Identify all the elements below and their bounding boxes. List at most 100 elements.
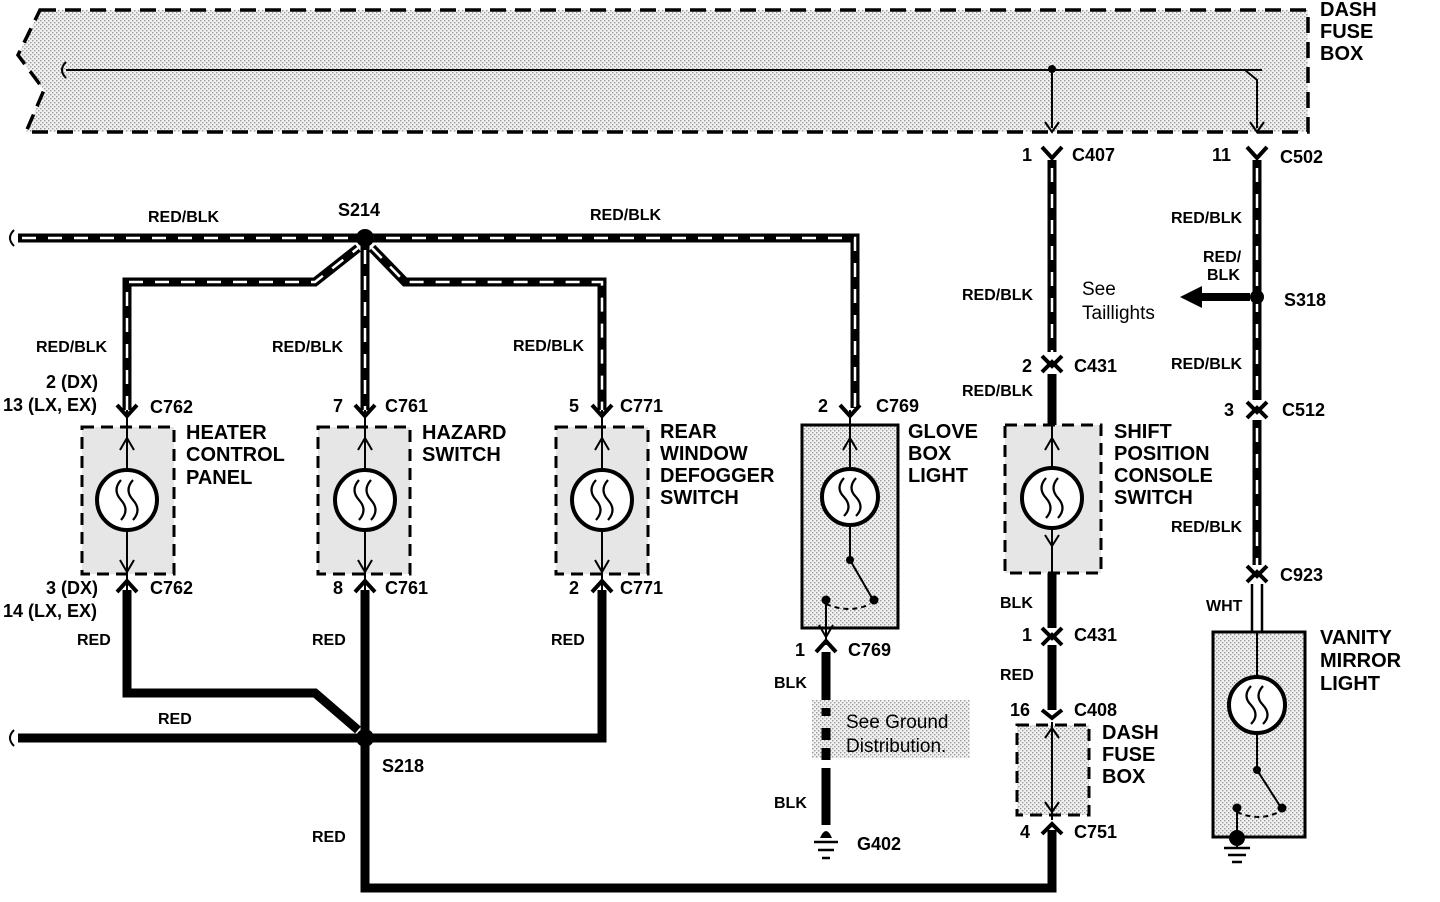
glove-label-2: BOX [908, 443, 952, 465]
shift-position-circuit: 1 C407 RED/BLK 2 C431 RED/BLK SHIFT POSI… [962, 145, 1213, 842]
wire-label-blk-3: BLK [1000, 595, 1033, 612]
fuse-box-label-line1: DASH [1320, 0, 1377, 21]
wire-label-red-1: RED [77, 632, 111, 649]
taillights-note-line2: Taillights [1082, 303, 1155, 324]
vanity-label-1: VANITY [1320, 627, 1393, 649]
wire-label-red-blk-2: RED/BLK [590, 207, 662, 224]
wire-label-red-blk-9: RED/BLK [1171, 356, 1243, 373]
red-wiring: S218 RED RED RED RED RED [9, 590, 1057, 893]
vanity-label-3: LIGHT [1320, 673, 1380, 695]
wire-label-red-4: RED [158, 711, 192, 728]
c431-top-label: C431 [1074, 356, 1117, 376]
glove-label-1: GLOVE [908, 421, 978, 443]
c502-pin: 11 [1212, 145, 1231, 165]
splice-s318-label: S318 [1284, 290, 1326, 310]
c771-top-label: C771 [620, 396, 663, 416]
shift-label-2: POSITION [1114, 443, 1210, 465]
vanity-label-2: MIRROR [1320, 650, 1402, 672]
wire-label-red-blk-4: RED/BLK [272, 339, 344, 356]
hazard-label-1: HAZARD [422, 422, 506, 444]
wire-label-red-split-1: RED/ [1203, 249, 1242, 266]
ground-g402-label: G402 [857, 834, 901, 854]
wire-label-red-blk-6: RED/BLK [962, 287, 1034, 304]
rear-label-4: SWITCH [660, 487, 739, 509]
c762-bottom-label: C762 [150, 578, 193, 598]
fuse-box-bottom-label-1: DASH [1102, 722, 1159, 744]
glove-ground-path: See Ground Distribution. BLK BLK G402 [774, 652, 970, 860]
dash-fuse-box-top: DASH FUSE BOX [15, 0, 1377, 134]
c761-bottom-label: C761 [385, 578, 428, 598]
c431-top-pin: 2 [1022, 356, 1032, 376]
wire-label-red-2: RED [312, 632, 346, 649]
c769-top-label: C769 [876, 396, 919, 416]
shift-label-1: SHIFT [1114, 421, 1172, 443]
ground-note-line1: See Ground [846, 712, 948, 733]
c502-label: C502 [1280, 147, 1323, 167]
c769-bottom-pin: 1 [795, 640, 805, 660]
glove-box-light: 2 C769 1 C769 GLOVE BOX LIGHT [795, 396, 978, 660]
heater-label-2: CONTROL [186, 444, 285, 466]
red-blk-bus: S214 RED/BLK RED/BLK RED/BLK RED/BLK RED… [9, 200, 860, 410]
wire-label-blk-2: BLK [774, 795, 807, 812]
c512-label: C512 [1282, 400, 1325, 420]
c431-bottom-pin: 1 [1022, 625, 1032, 645]
fuse-box-bottom-label-2: FUSE [1102, 744, 1155, 766]
wire-label-red-blk-3: RED/BLK [36, 339, 108, 356]
wire-label-red-3: RED [551, 632, 585, 649]
glove-label-3: LIGHT [908, 465, 968, 487]
c762-top-label: C762 [150, 397, 193, 417]
c408-pin: 16 [1010, 700, 1030, 720]
c431-bottom-label: C431 [1074, 625, 1117, 645]
c408-label: C408 [1074, 700, 1117, 720]
fuse-box-label-line3: BOX [1320, 43, 1364, 65]
c761-bottom-pin: 8 [333, 578, 343, 598]
wire-label-red-blk-5: RED/BLK [513, 338, 585, 355]
taillights-arrow-icon [1180, 286, 1202, 308]
shift-label-3: CONSOLE [1114, 465, 1213, 487]
heater-control-panel: 2 (DX) 13 (LX, EX) C762 3 (DX) 14 (LX, E… [3, 372, 285, 621]
c771-bottom-label: C771 [620, 578, 663, 598]
heater-label-1: HEATER [186, 422, 267, 444]
fuse-box-bottom-label-3: BOX [1102, 766, 1146, 788]
c762-top-pin-lx: 13 (LX, EX) [3, 395, 97, 415]
c762-bottom-pin-lx: 14 (LX, EX) [3, 601, 97, 621]
splice-s218-dot [356, 729, 374, 747]
wire-label-blk-1: BLK [774, 675, 807, 692]
rear-window-defogger-switch: 5 C771 2 C771 REAR WINDOW DEFOGGER SWITC… [554, 396, 775, 598]
shift-label-4: SWITCH [1114, 487, 1193, 509]
rear-label-2: WINDOW [660, 443, 748, 465]
c512-pin: 3 [1224, 400, 1234, 420]
wire-label-red-blk-1: RED/BLK [148, 209, 220, 226]
wire-label-red-blk-7: RED/BLK [962, 383, 1034, 400]
c923-label: C923 [1280, 565, 1323, 585]
c762-bottom-pin-dx: 3 (DX) [46, 578, 98, 598]
fuse-box-label-line2: FUSE [1320, 21, 1373, 43]
rear-label-1: REAR [660, 421, 717, 443]
c762-top-pin-dx: 2 (DX) [46, 372, 98, 392]
wire-label-red-blk-8: RED/BLK [1171, 210, 1243, 227]
c407-pin: 1 [1022, 145, 1032, 165]
wire-label-red-6: RED [1000, 667, 1034, 684]
splice-s218-label: S218 [382, 756, 424, 776]
hazard-switch: 7 C761 8 C761 HAZARD SWITCH [316, 396, 506, 598]
splice-s318-dot [1250, 290, 1264, 304]
splice-s214-label: S214 [338, 200, 380, 220]
taillights-note-line1: See [1082, 279, 1116, 300]
c771-top-pin: 5 [569, 396, 579, 416]
rear-label-3: DEFOGGER [660, 465, 775, 487]
c771-bottom-pin: 2 [569, 578, 579, 598]
c751-label: C751 [1074, 822, 1117, 842]
wire-label-red-split-2: BLK [1207, 267, 1240, 284]
vanity-mirror-circuit: 11 C502 RED/BLK RED/ BLK S318 See Tailli… [1082, 145, 1402, 864]
c769-bottom-label: C769 [848, 640, 891, 660]
heater-label-3: PANEL [186, 467, 252, 489]
wire-label-red-blk-10: RED/BLK [1171, 519, 1243, 536]
c751-pin: 4 [1020, 822, 1030, 842]
c407-label: C407 [1072, 145, 1115, 165]
splice-s214-dot [356, 229, 374, 247]
ground-note-line2: Distribution. [846, 736, 946, 757]
c761-top-label: C761 [385, 396, 428, 416]
c769-top-pin: 2 [818, 396, 828, 416]
c761-top-pin: 7 [333, 396, 343, 416]
wire-label-red-5: RED [312, 829, 346, 846]
